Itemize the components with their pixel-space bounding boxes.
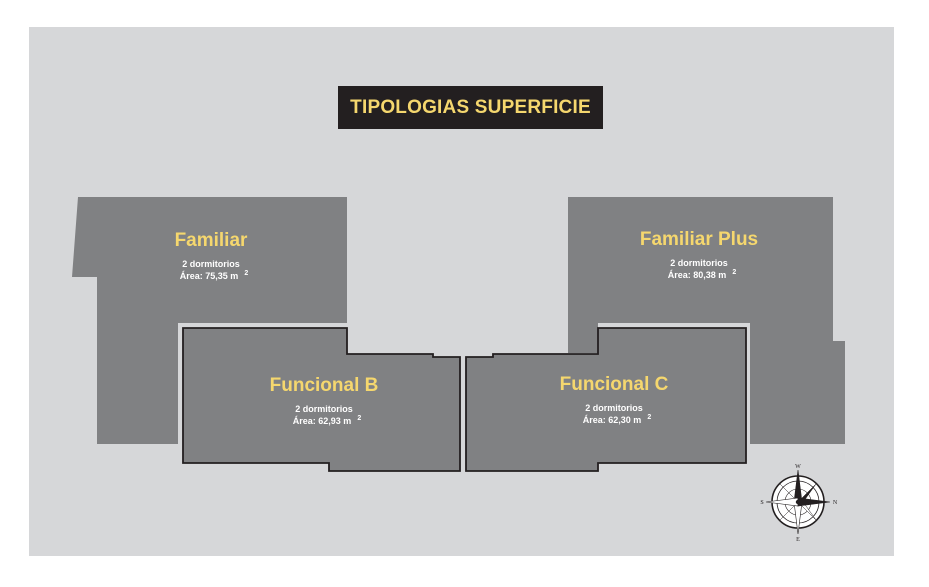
unit-area-text: Área: 62,30 m	[582, 415, 642, 425]
unit-name: Funcional B	[269, 375, 379, 396]
unit-area: Área: 62,93 m 2	[270, 415, 379, 429]
compass-label-right: N	[833, 500, 838, 506]
unit-funcional-b-shape	[182, 327, 461, 472]
unit-funcional-c-label: Funcional C 2 dormitorios Área: 62,30 m 2	[560, 374, 669, 428]
unit-funcional-b-label: Funcional B 2 dormitorios Área: 62,93 m 2	[270, 375, 379, 429]
unit-area: Área: 75,35 m 2	[175, 270, 248, 284]
compass-label-bottom: E	[796, 537, 800, 542]
unit-area: Área: 62,30 m 2	[560, 414, 669, 428]
title-banner: TIPOLOGIAS SUPERFICIE	[338, 86, 603, 129]
unit-familiar-plus-shape	[568, 197, 845, 444]
unit-name: Familiar Plus	[639, 229, 759, 250]
page-title: TIPOLOGIAS SUPERFICIE	[350, 96, 591, 118]
compass-rose-icon: W E S N	[760, 464, 838, 542]
unit-area-exponent: 2	[357, 415, 362, 422]
unit-area-exponent: 2	[244, 270, 249, 277]
compass-label-left: S	[760, 500, 763, 506]
unit-dormitorios: 2 dormitorios	[295, 404, 353, 414]
unit-area-text: Área: 62,93 m	[292, 416, 352, 426]
unit-familiar-label: Familiar 2 dormitorios Área: 75,35 m 2	[174, 230, 249, 284]
unit-funcional-c-shape	[465, 327, 747, 472]
unit-dormitorios: 2 dormitorios	[182, 259, 240, 269]
unit-name: Familiar	[174, 230, 248, 251]
unit-dormitorios: 2 dormitorios	[670, 258, 728, 268]
unit-familiar-shape	[72, 197, 347, 444]
unit-dormitorios: 2 dormitorios	[585, 403, 643, 413]
unit-area-text: Área: 75,35 m	[179, 271, 239, 281]
unit-name: Funcional C	[559, 374, 669, 395]
unit-area-exponent: 2	[647, 414, 652, 421]
unit-area-text: Área: 80,38 m	[667, 270, 727, 280]
compass-label-top: W	[795, 464, 801, 470]
unit-area: Área: 80,38 m 2	[640, 269, 758, 283]
unit-familiar-plus-label: Familiar Plus 2 dormitorios Área: 80,38 …	[640, 229, 758, 283]
unit-area-exponent: 2	[732, 269, 737, 276]
